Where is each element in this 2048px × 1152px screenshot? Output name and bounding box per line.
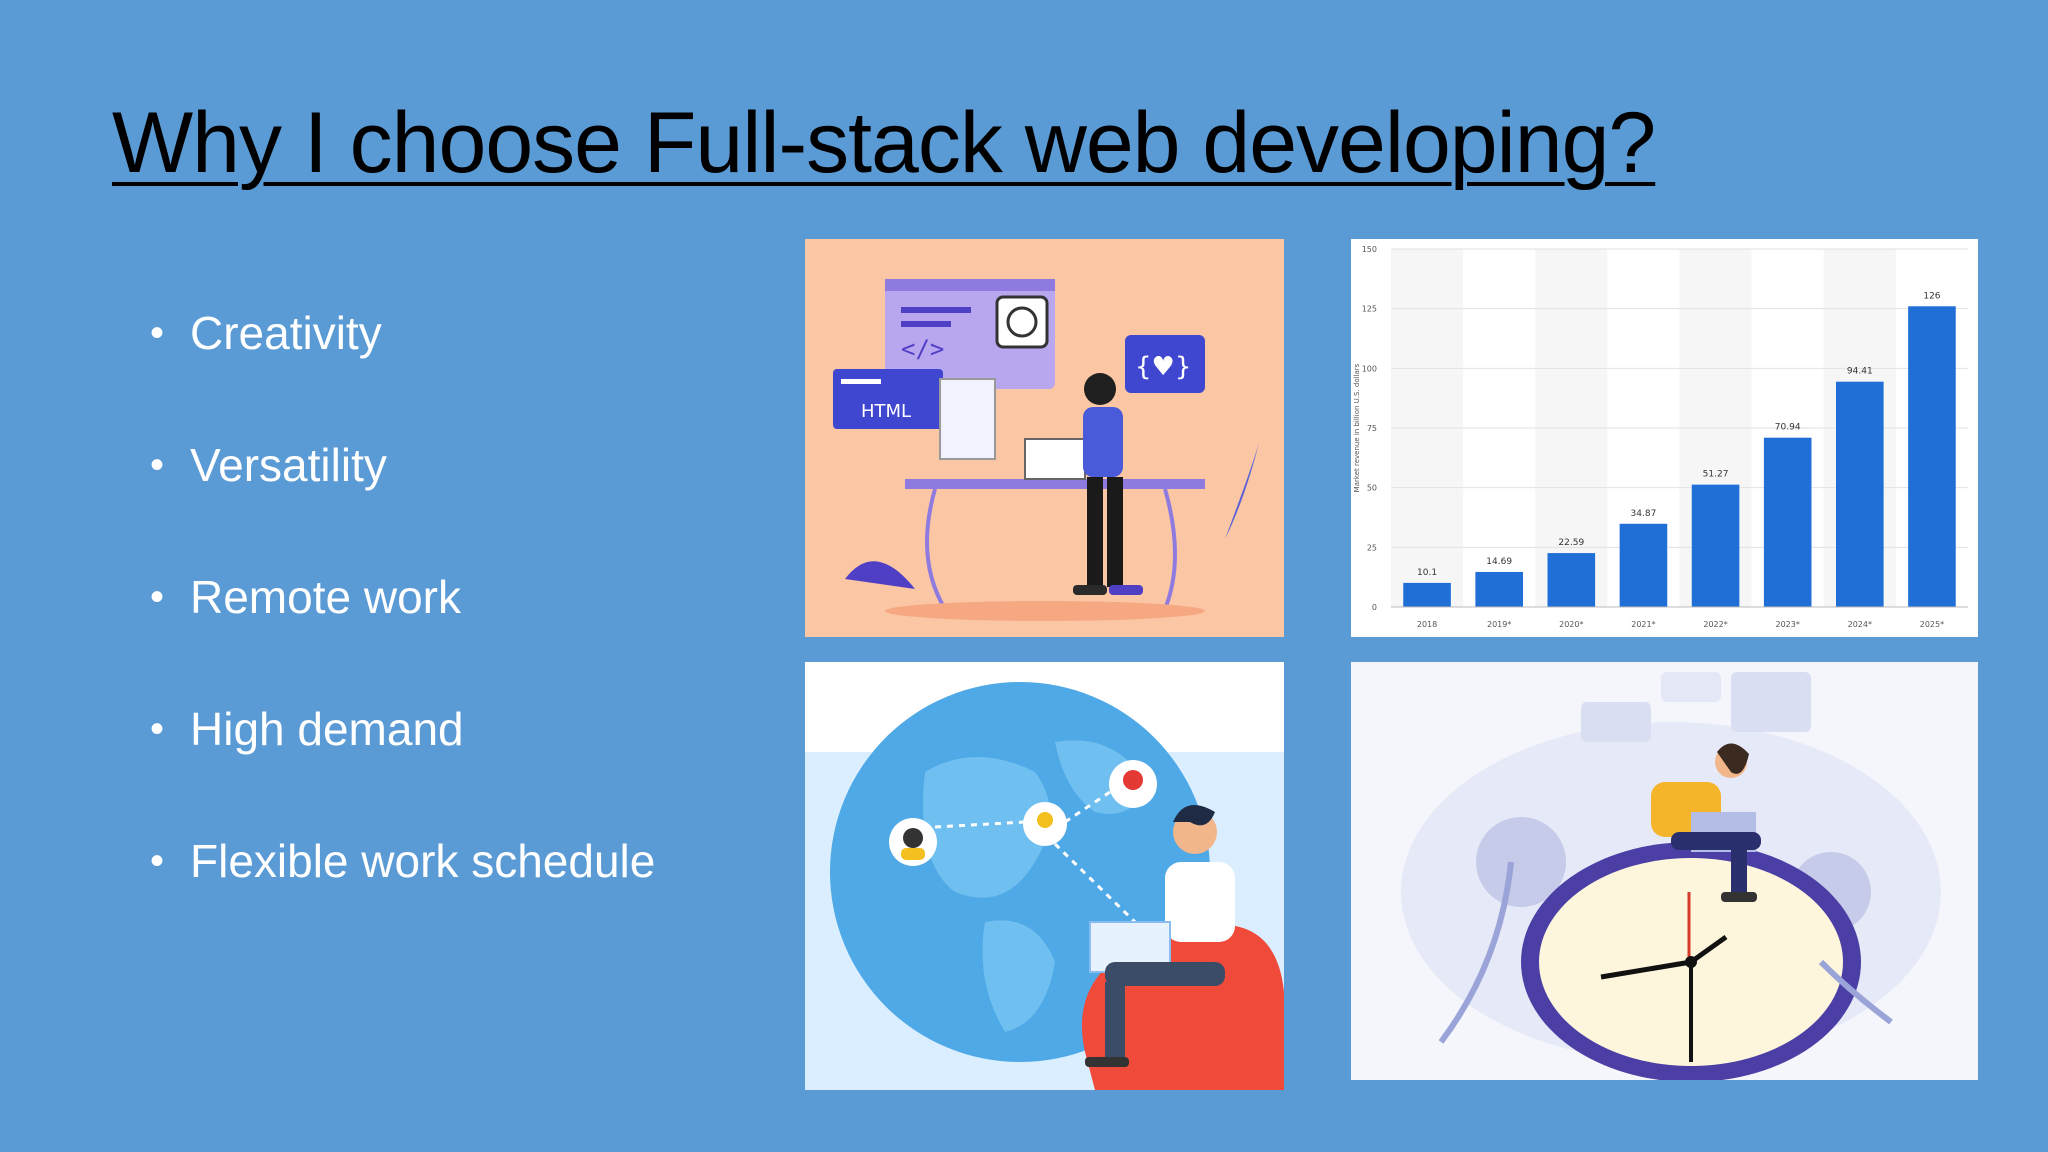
- bar-value-label: 51.27: [1703, 470, 1729, 480]
- y-tick-label: 150: [1362, 245, 1377, 254]
- json-label: {♥}: [1135, 352, 1191, 382]
- slide-title: Why I choose Full-stack web developing?: [112, 95, 1656, 191]
- bullet-flexible-work-schedule: Flexible work schedule: [150, 828, 710, 894]
- y-tick-label: 50: [1367, 484, 1377, 493]
- web-developer-illustration: </> HTML {♥}: [805, 239, 1284, 637]
- bullet-creativity: Creativity: [150, 300, 710, 366]
- bar: [1475, 571, 1523, 607]
- y-tick-label: 25: [1367, 543, 1377, 552]
- remote-work-globe-illustration: [805, 662, 1284, 1090]
- bar-value-label: 94.41: [1847, 367, 1873, 377]
- web-developer-icon: </> HTML {♥}: [805, 239, 1284, 637]
- globe-icon: [805, 662, 1284, 1090]
- y-tick-label: 0: [1372, 603, 1377, 612]
- bar: [1763, 437, 1812, 607]
- x-tick-label: 2021*: [1631, 620, 1655, 629]
- bar-value-label: 22.59: [1558, 538, 1584, 548]
- bullet-list: Creativity Versatility Remote work High …: [150, 300, 710, 894]
- bar: [1403, 582, 1451, 607]
- x-tick-label: 2025*: [1920, 620, 1944, 629]
- y-axis-label: Market revenue in billion U.S. dollars: [1353, 363, 1361, 492]
- bullet-versatility: Versatility: [150, 432, 710, 498]
- code-label: </>: [901, 335, 944, 363]
- y-tick-label: 125: [1362, 305, 1377, 314]
- x-tick-label: 2019*: [1487, 620, 1511, 629]
- bar-value-label: 10.1: [1417, 568, 1437, 578]
- bar: [1691, 484, 1740, 607]
- bar-value-label: 70.94: [1775, 423, 1801, 433]
- x-tick-label: 2020*: [1559, 620, 1583, 629]
- x-tick-label: 2024*: [1848, 620, 1872, 629]
- bar: [1908, 306, 1956, 607]
- clock-icon: [1351, 662, 1978, 1080]
- y-tick-label: 75: [1367, 424, 1377, 433]
- x-tick-label: 2022*: [1703, 620, 1727, 629]
- flexible-schedule-clock-illustration: [1351, 662, 1978, 1080]
- bar: [1619, 523, 1668, 607]
- y-tick-label: 100: [1362, 364, 1377, 373]
- bar: [1547, 553, 1596, 607]
- bar-value-label: 34.87: [1631, 509, 1657, 519]
- x-tick-label: 2023*: [1776, 620, 1800, 629]
- x-tick-label: 2018: [1417, 620, 1437, 629]
- html-label: HTML: [861, 401, 911, 422]
- bar: [1836, 381, 1884, 607]
- bullet-high-demand: High demand: [150, 696, 710, 762]
- bar-value-label: 14.69: [1486, 557, 1512, 567]
- bullet-remote-work: Remote work: [150, 564, 710, 630]
- bar-value-label: 126: [1923, 291, 1940, 301]
